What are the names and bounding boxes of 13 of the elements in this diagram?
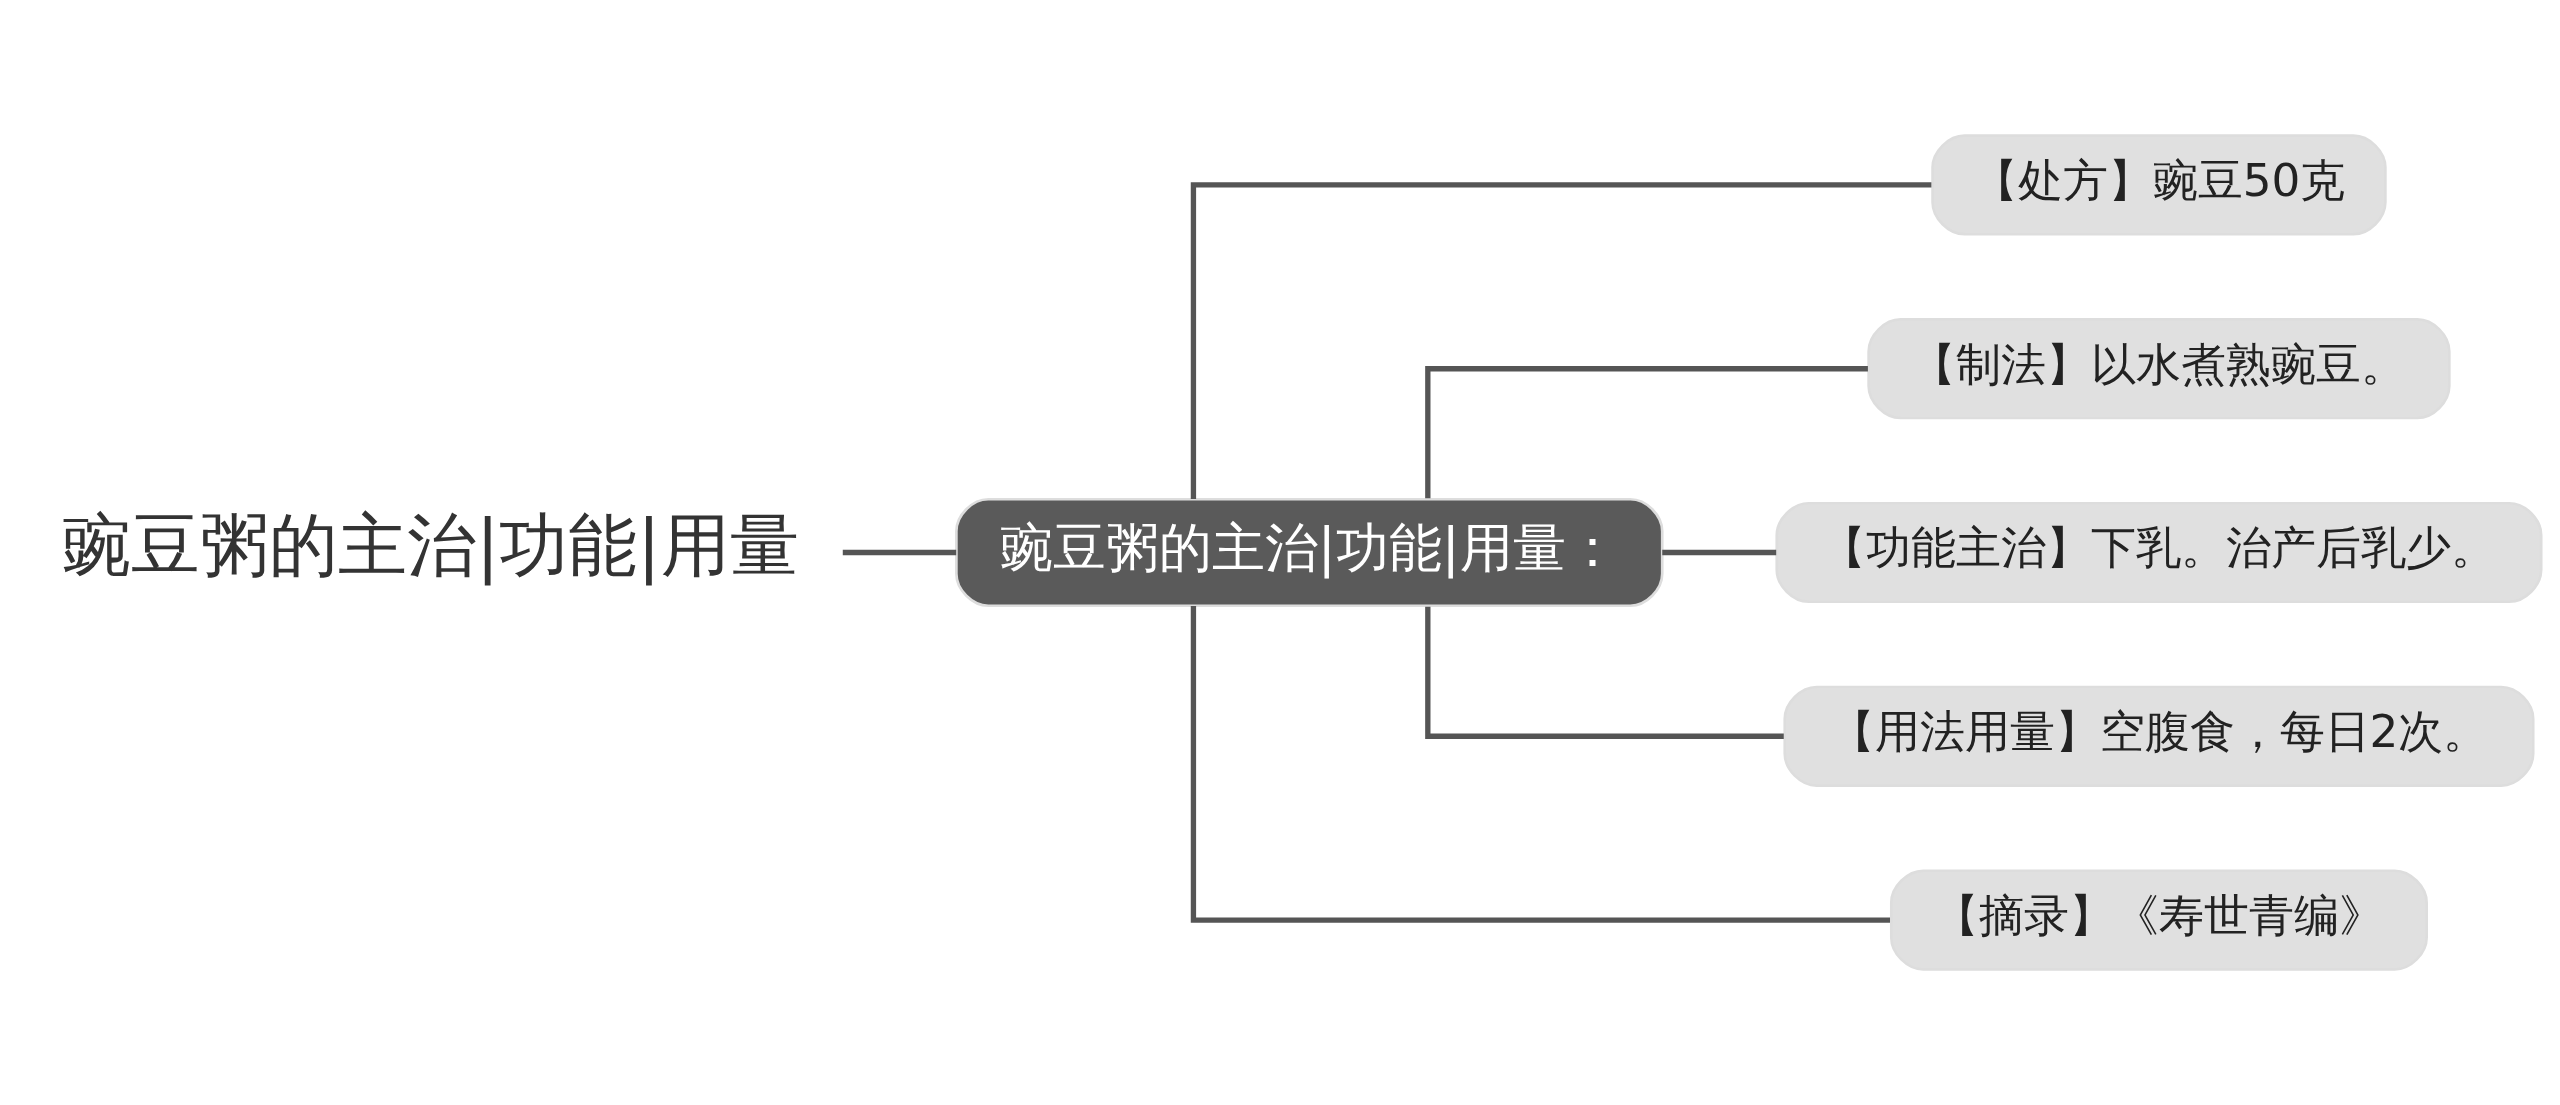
node-box: 【功能主治】下乳。治产后乳少。 xyxy=(1775,501,2543,604)
node-box: 豌豆粥的主治|功能|用量： xyxy=(955,497,1664,608)
connector xyxy=(842,549,957,556)
connector xyxy=(1190,605,1890,923)
node-box: 【处方】豌豆50克 xyxy=(1931,134,2387,236)
node-box: 【制法】以水煮熟豌豆。 xyxy=(1867,318,2451,420)
connector xyxy=(1425,366,1868,499)
connector xyxy=(1662,549,1777,556)
connector xyxy=(1190,182,1932,500)
node-box: 【摘录】《寿世青编》 xyxy=(1889,869,2428,971)
connector xyxy=(1425,606,1784,739)
node-box: 【用法用量】空腹食，每日2次。 xyxy=(1783,685,2535,787)
node-text: 豌豆粥的主治|功能|用量 xyxy=(61,505,799,586)
